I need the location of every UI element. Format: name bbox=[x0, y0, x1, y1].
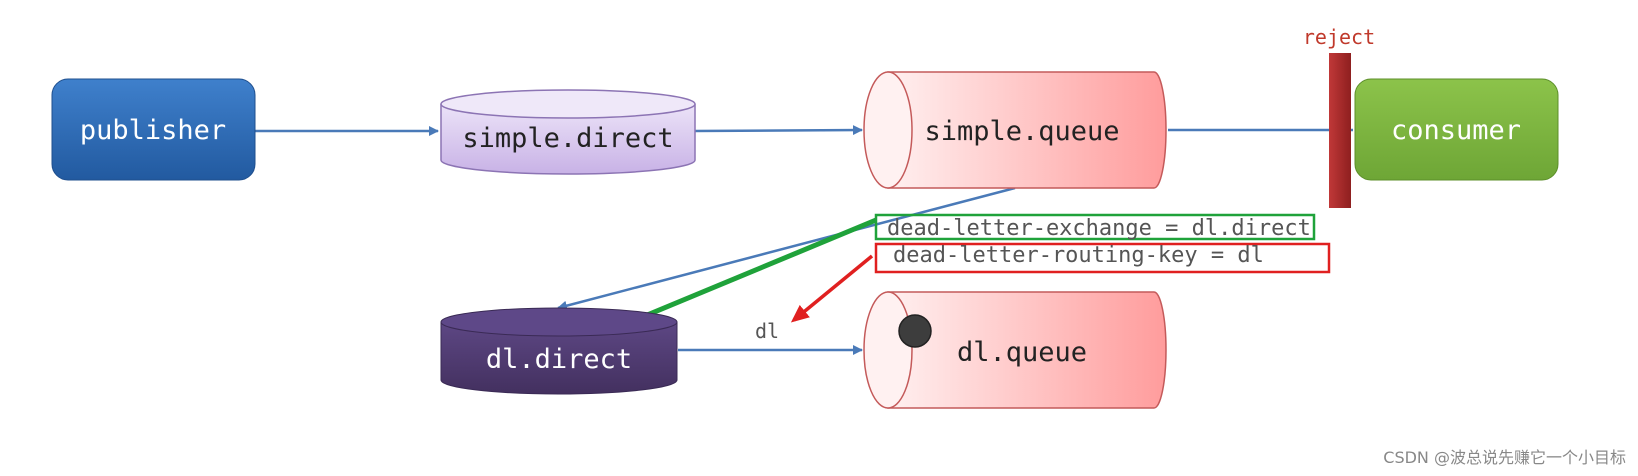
arrow-red-routing-key bbox=[790, 254, 874, 323]
simple-queue-label: simple.queue bbox=[924, 116, 1119, 147]
dl-queue-label: dl.queue bbox=[957, 337, 1087, 368]
dead-letter-exchange-text: dead-letter-exchange = dl.direct bbox=[887, 216, 1311, 241]
dl-direct-label: dl.direct bbox=[486, 344, 632, 375]
dead-letter-routing-key-box: dead-letter-routing-key = dl bbox=[874, 242, 1331, 274]
dead-letter-exchange-box: dead-letter-exchange = dl.direct bbox=[874, 213, 1316, 241]
reject-group: reject bbox=[1303, 25, 1375, 208]
publisher-node: publisher bbox=[51, 78, 256, 181]
arrow-simple-direct-to-simple-queue bbox=[693, 125, 863, 136]
arrow-simple-queue-to-dl-direct bbox=[557, 186, 1016, 311]
consumer-node: consumer bbox=[1354, 78, 1559, 181]
message-dot-icon bbox=[898, 314, 932, 348]
simple-queue-node: simple.queue bbox=[863, 71, 1167, 189]
dead-letter-routing-key-text: dead-letter-routing-key = dl bbox=[893, 243, 1264, 268]
dl-direct-node: dl.direct bbox=[440, 307, 678, 395]
reject-bar-icon bbox=[1329, 53, 1351, 208]
publisher-label: publisher bbox=[80, 115, 226, 146]
routing-key-dl-label: dl bbox=[755, 319, 779, 343]
reject-label: reject bbox=[1303, 25, 1375, 49]
dl-queue-node: dl.queue bbox=[863, 291, 1167, 409]
watermark: CSDN @波总说先赚它一个小目标 bbox=[1383, 448, 1626, 467]
simple-direct-node: simple.direct bbox=[440, 89, 696, 175]
consumer-label: consumer bbox=[1391, 115, 1521, 146]
simple-direct-label: simple.direct bbox=[462, 123, 673, 154]
